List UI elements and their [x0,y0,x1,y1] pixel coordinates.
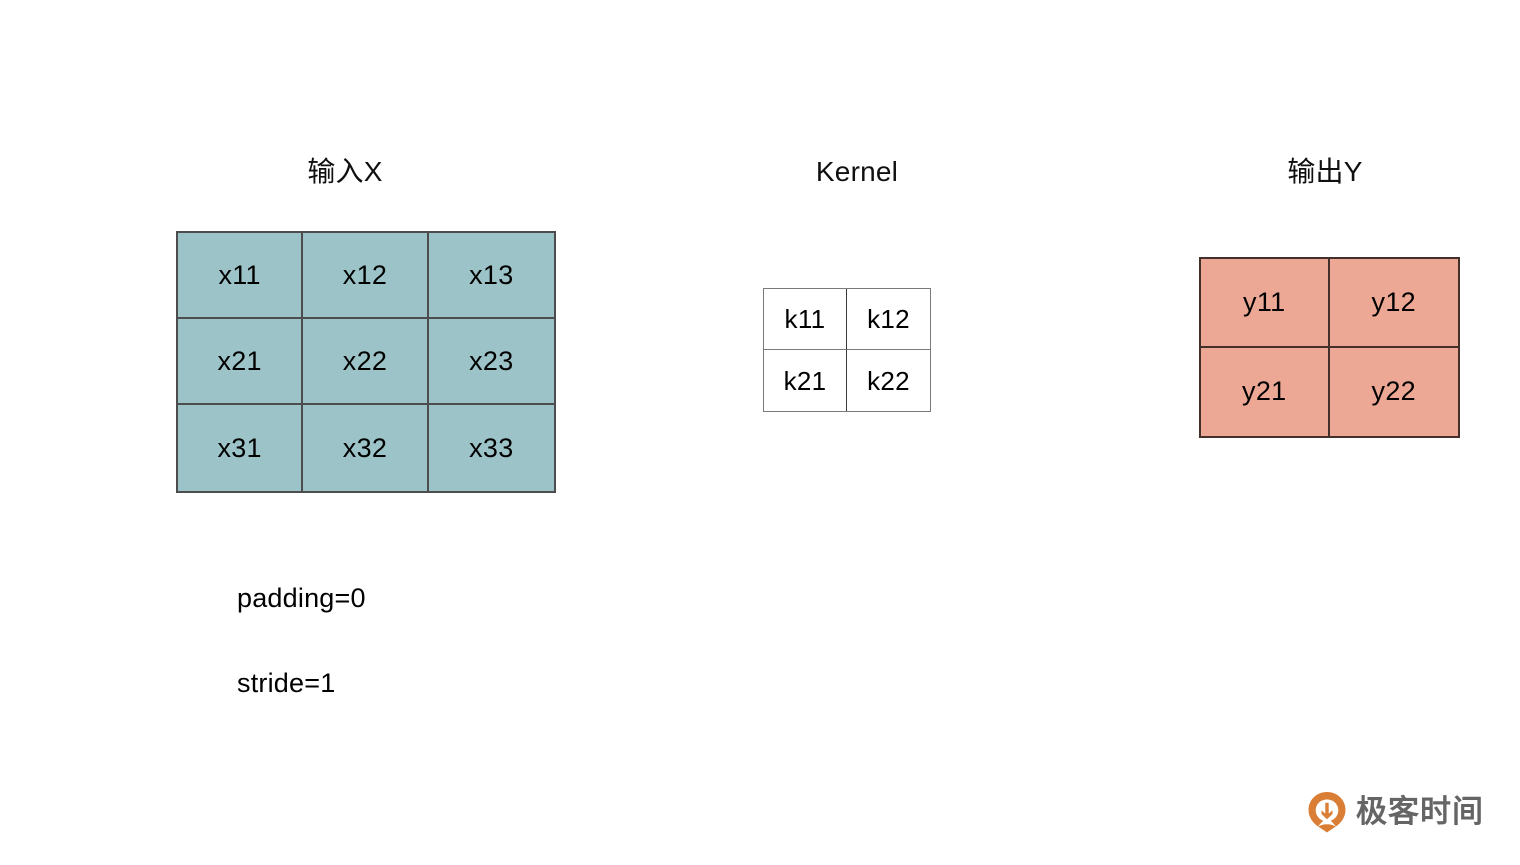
output-matrix-title: 输出Y [1287,156,1363,187]
matrix-cell: x31 [178,405,304,491]
matrix-cell: k11 [764,289,847,350]
matrix-cell: x22 [303,319,429,405]
output-matrix: y11 y12 y21 y22 [1199,257,1460,438]
watermark: 极客时间 [1307,789,1484,835]
matrix-cell: x13 [428,233,554,319]
matrix-cell: k21 [764,350,847,411]
kernel-matrix: k11 k12 k21 k22 [763,288,931,412]
matrix-cell: k12 [847,289,930,350]
matrix-cell: x12 [303,233,429,319]
matrix-cell: x23 [428,319,554,405]
matrix-cell: y11 [1201,259,1330,348]
matrix-cell: x21 [178,319,304,405]
stride-parameter-label: stride=1 [237,668,336,698]
kernel-matrix-title: Kernel [815,156,899,187]
matrix-cell: y12 [1329,259,1458,348]
input-matrix: x11 x12 x13 x21 x22 x23 x31 x32 x33 [176,231,556,493]
padding-parameter-label: padding=0 [237,583,366,613]
matrix-cell: y22 [1329,347,1458,436]
geektime-logo-icon [1308,792,1346,833]
matrix-cell: x11 [178,233,304,319]
watermark-text: 极客时间 [1356,794,1484,829]
matrix-cell: x33 [428,405,554,491]
input-matrix-title: 输入X [307,156,383,187]
matrix-cell: k22 [847,350,930,411]
matrix-cell: x32 [303,405,429,491]
matrix-cell: y21 [1201,347,1330,436]
